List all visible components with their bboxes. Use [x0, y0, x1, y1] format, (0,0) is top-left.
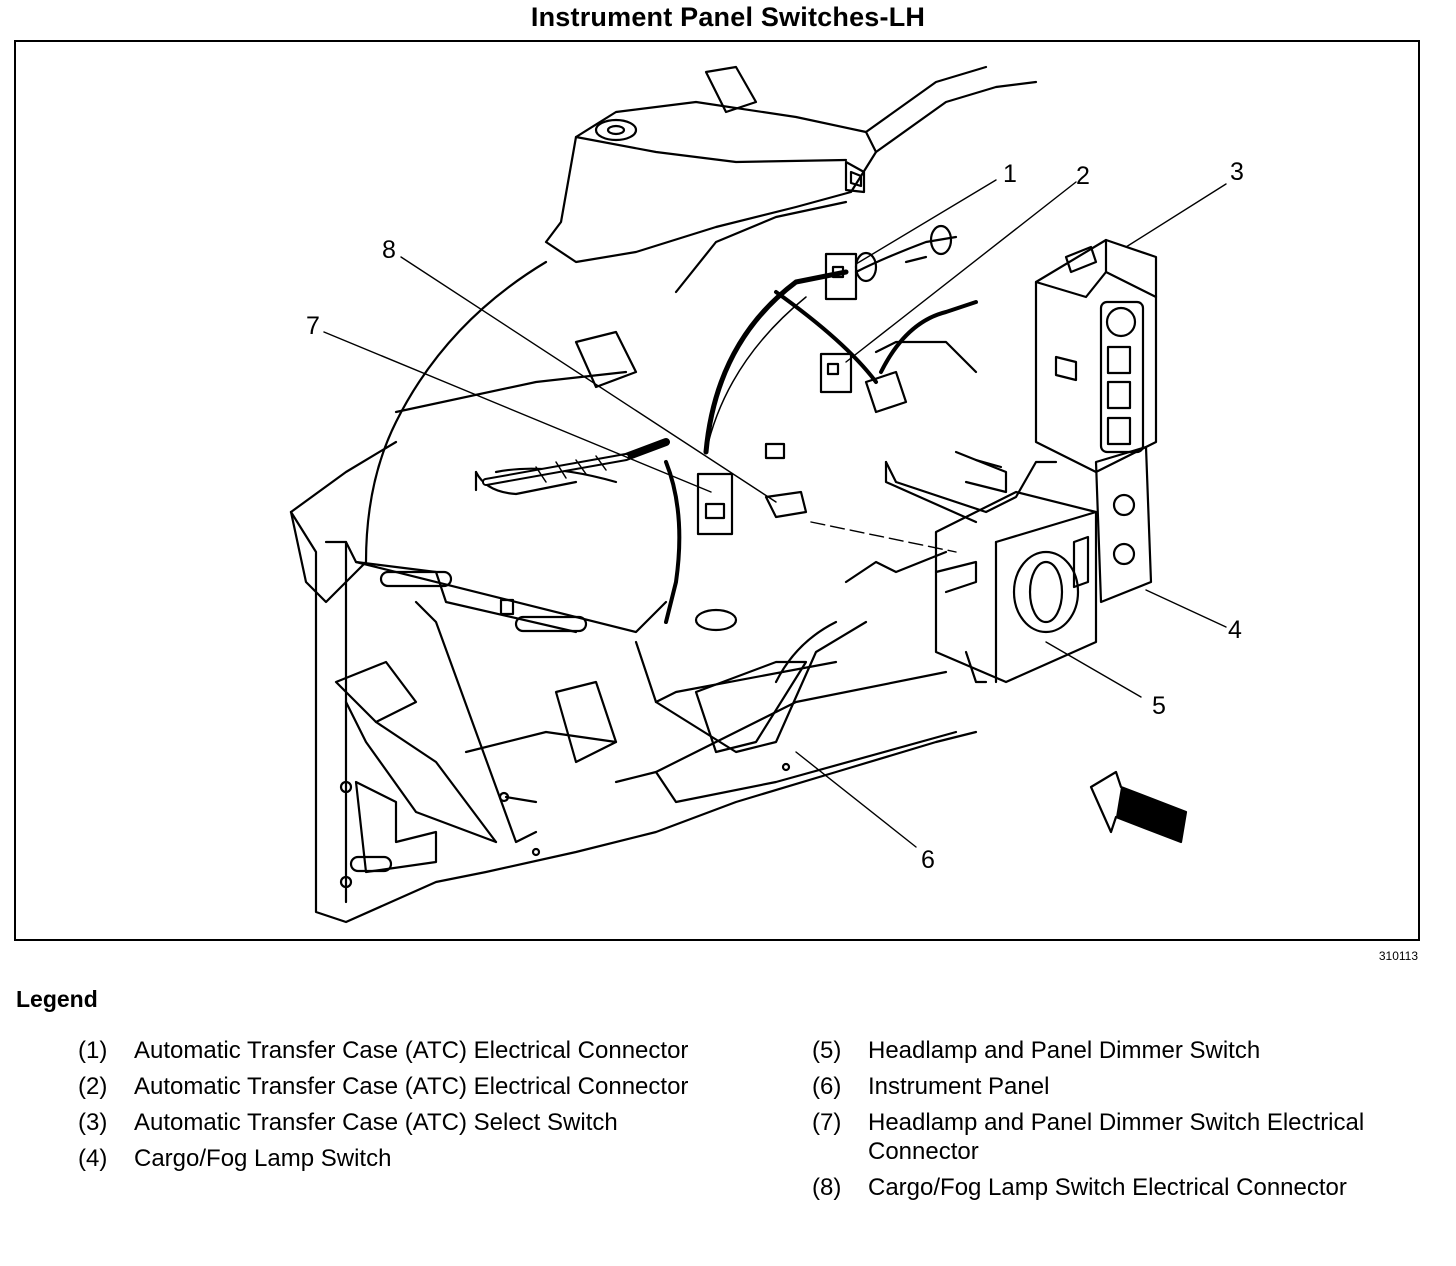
atc-select-switch: [1034, 238, 1158, 474]
legend-item: (7) Headlamp and Panel Dimmer Switch Ele…: [812, 1108, 1442, 1166]
legend-column-right: (5) Headlamp and Panel Dimmer Switch (6)…: [812, 1036, 1442, 1209]
legend-text: Automatic Transfer Case (ATC) Select Swi…: [134, 1109, 618, 1136]
legend-text: Cargo/Fog Lamp Switch Electrical Connect…: [868, 1174, 1347, 1201]
instrument-panel-illustration: 1 2 3 4 5 6 7 8: [289, 65, 1244, 924]
legend-item: (2) Automatic Transfer Case (ATC) Electr…: [78, 1072, 698, 1101]
legend-item: (8) Cargo/Fog Lamp Switch Electrical Con…: [812, 1173, 1442, 1202]
headlamp-switch: [934, 490, 1098, 684]
legend-text: Automatic Transfer Case (ATC) Electrical…: [134, 1037, 689, 1064]
legend-text: Cargo/Fog Lamp Switch: [134, 1145, 392, 1172]
legend-number: (1): [78, 1037, 108, 1064]
legend-number: (6): [812, 1073, 842, 1100]
dimmer-connectors: [696, 442, 808, 536]
legend-item: (6) Instrument Panel: [812, 1072, 1442, 1101]
figure-id: 310113: [1378, 949, 1418, 963]
legend-number: (3): [78, 1109, 108, 1136]
callout-2: 2: [1076, 162, 1090, 190]
legend-item: (3) Automatic Transfer Case (ATC) Select…: [78, 1108, 698, 1137]
legend-text: Automatic Transfer Case (ATC) Electrical…: [134, 1073, 689, 1100]
switch-bracket: [874, 340, 1058, 524]
legend-heading: Legend: [16, 986, 98, 1012]
callout-8: 8: [382, 236, 396, 264]
callout-6: 6: [921, 846, 935, 874]
legend-number: (5): [812, 1037, 842, 1064]
fog-lamp-switch: [1094, 445, 1153, 604]
callout-numbers: 1 2 3 4 5 6 7 8: [306, 158, 1244, 874]
diagram-frame: 1 2 3 4 5 6 7 8: [14, 40, 1420, 941]
view-arrow: [1089, 770, 1188, 844]
callout-7: 7: [306, 312, 320, 340]
upper-beam: [544, 65, 1038, 294]
callout-3: 3: [1230, 158, 1244, 186]
legend-text: Headlamp and Panel Dimmer Switch: [868, 1037, 1261, 1064]
legend-text: Headlamp and Panel Dimmer Switch Electri…: [868, 1109, 1365, 1165]
legend-item: (4) Cargo/Fog Lamp Switch: [78, 1144, 698, 1173]
atc-connectors: [819, 224, 958, 414]
legend-item: (5) Headlamp and Panel Dimmer Switch: [812, 1036, 1442, 1065]
legend-number: (2): [78, 1073, 108, 1100]
leader-lines: [323, 179, 1227, 848]
callout-5: 5: [1152, 692, 1166, 720]
callout-4: 4: [1228, 616, 1242, 644]
legend-column-left: (1) Automatic Transfer Case (ATC) Electr…: [78, 1036, 698, 1180]
legend-number: (4): [78, 1145, 108, 1172]
legend-item: (1) Automatic Transfer Case (ATC) Electr…: [78, 1036, 698, 1065]
legend-text: Instrument Panel: [868, 1073, 1050, 1100]
legend-number: (7): [812, 1109, 842, 1136]
page-title: Instrument Panel Switches-LH: [530, 2, 926, 32]
left-bracket: [289, 260, 638, 604]
callout-1: 1: [1003, 160, 1017, 188]
legend-number: (8): [812, 1174, 842, 1201]
panel-structure: [289, 510, 978, 924]
